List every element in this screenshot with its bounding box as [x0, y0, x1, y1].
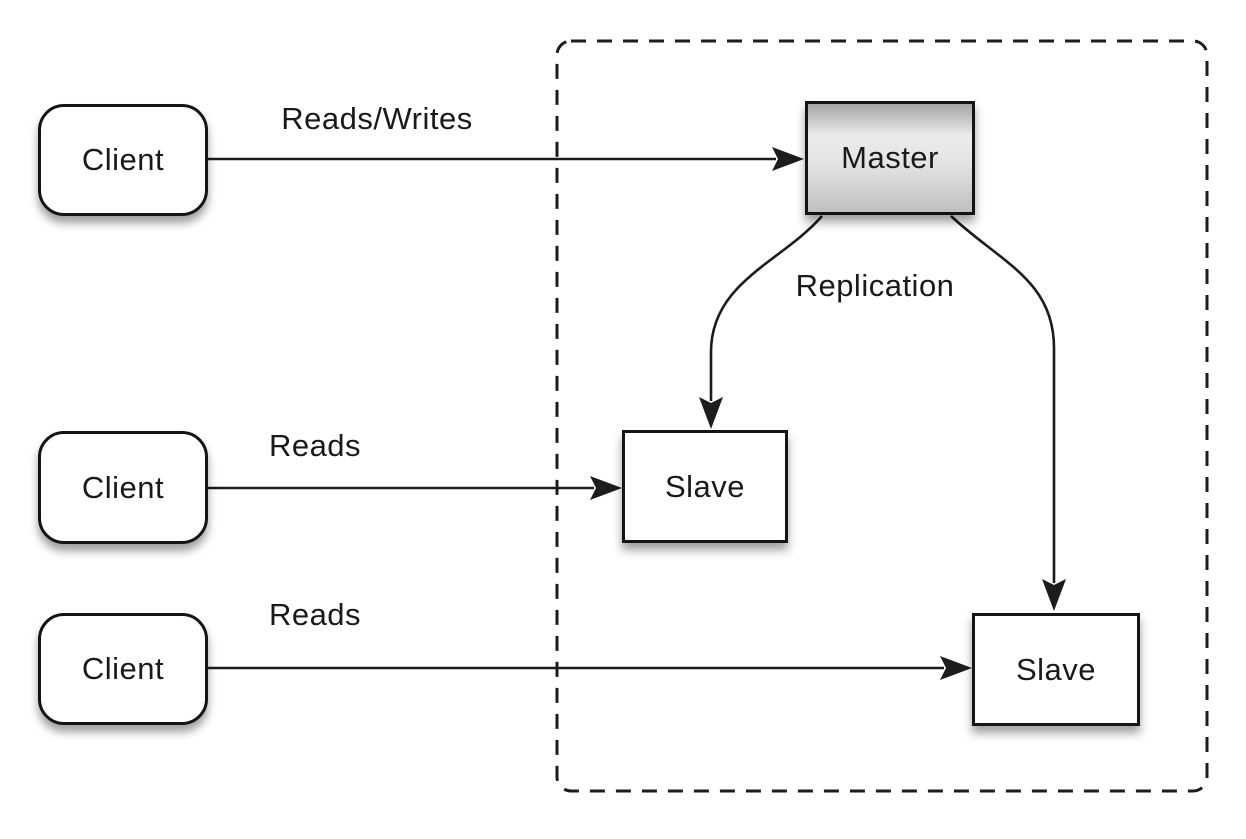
slave-node-2: Slave — [972, 613, 1140, 726]
arrow-client2-to-slave1-arrowhead-icon — [590, 476, 622, 500]
edge-label-reads-slave1: Reads — [268, 428, 362, 463]
master-node-label: Master — [841, 140, 939, 175]
client-node-3-label: Client — [81, 651, 165, 686]
arrow-master-to-slave1-arrowhead-icon — [699, 397, 723, 429]
slave-node-1-label: Slave — [664, 468, 746, 504]
replication-boundary-dashed-box — [555, 39, 1209, 793]
slave-node-2-label: Slave — [1015, 651, 1097, 687]
arrow-master-to-slave2-curve — [950, 215, 1056, 583]
client-node-3: Client — [38, 613, 208, 725]
arrow-client1-to-master-arrowhead-icon — [772, 147, 804, 171]
client-node-2-label: Client — [81, 469, 165, 505]
arrow-master-to-slave2-arrowhead-icon — [1042, 579, 1066, 611]
arrow-client3-to-slave2-arrowhead-icon — [940, 656, 972, 680]
arrow-master-to-slave1-curve — [709, 215, 823, 401]
client-node-1-label: Client — [81, 142, 165, 177]
client-node-1: Client — [38, 104, 208, 216]
edge-label-replication: Replication — [795, 268, 955, 303]
client-node-2: Client — [38, 431, 208, 544]
edge-label-reads-slave2: Reads — [268, 597, 362, 632]
edge-label-reads-writes: Reads/Writes — [281, 101, 473, 136]
master-node: Master — [805, 101, 975, 215]
slave-node-1: Slave — [622, 430, 788, 543]
